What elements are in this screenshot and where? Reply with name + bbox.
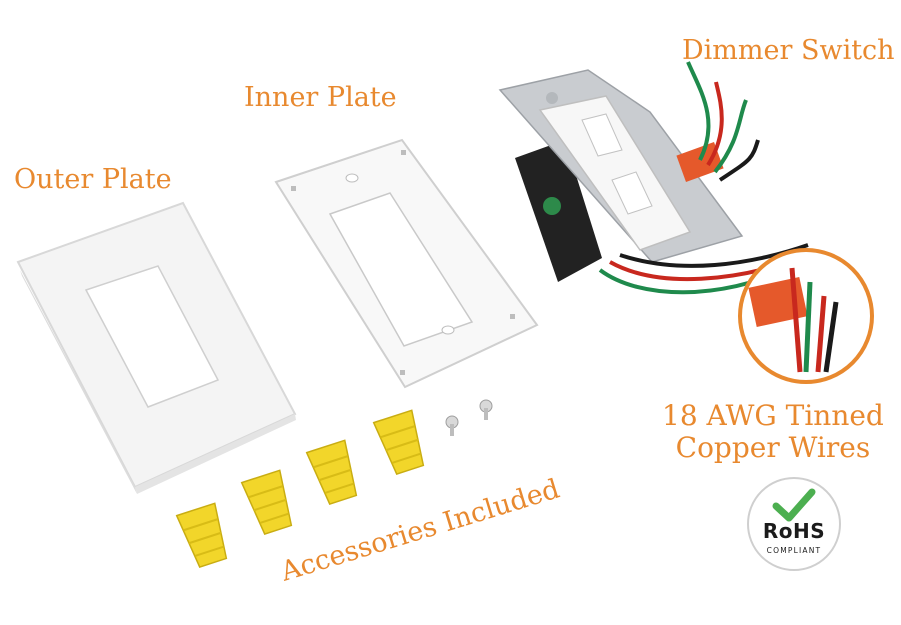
inner-plate-label: Inner Plate	[244, 82, 397, 113]
dimmer-switch	[498, 69, 744, 282]
dimmer-switch-label: Dimmer Switch	[682, 35, 895, 66]
rohs-title: RoHS	[762, 519, 826, 543]
wire-nut-4	[372, 409, 425, 475]
rohs-badge	[747, 477, 841, 571]
inner-plate	[274, 138, 539, 389]
checkmark-icon	[772, 488, 816, 522]
wire-nut-3	[305, 439, 358, 505]
rohs-subtitle: COMPLIANT	[766, 546, 822, 555]
outer-plate-label: Outer Plate	[14, 164, 172, 195]
wire-nut-2	[240, 469, 293, 535]
outer-plate	[16, 201, 297, 494]
screws	[445, 399, 493, 436]
wires-label-line2: Copper Wires	[675, 431, 871, 464]
wire-nut-1	[175, 502, 228, 568]
wire-zoom-inset	[738, 248, 874, 384]
wires-label: 18 AWG Tinned Copper Wires	[662, 400, 884, 464]
wires-label-line1: 18 AWG Tinned	[662, 399, 884, 432]
wire-nuts	[175, 409, 425, 568]
rohs-badge-text: RoHS COMPLIANT	[748, 478, 840, 570]
